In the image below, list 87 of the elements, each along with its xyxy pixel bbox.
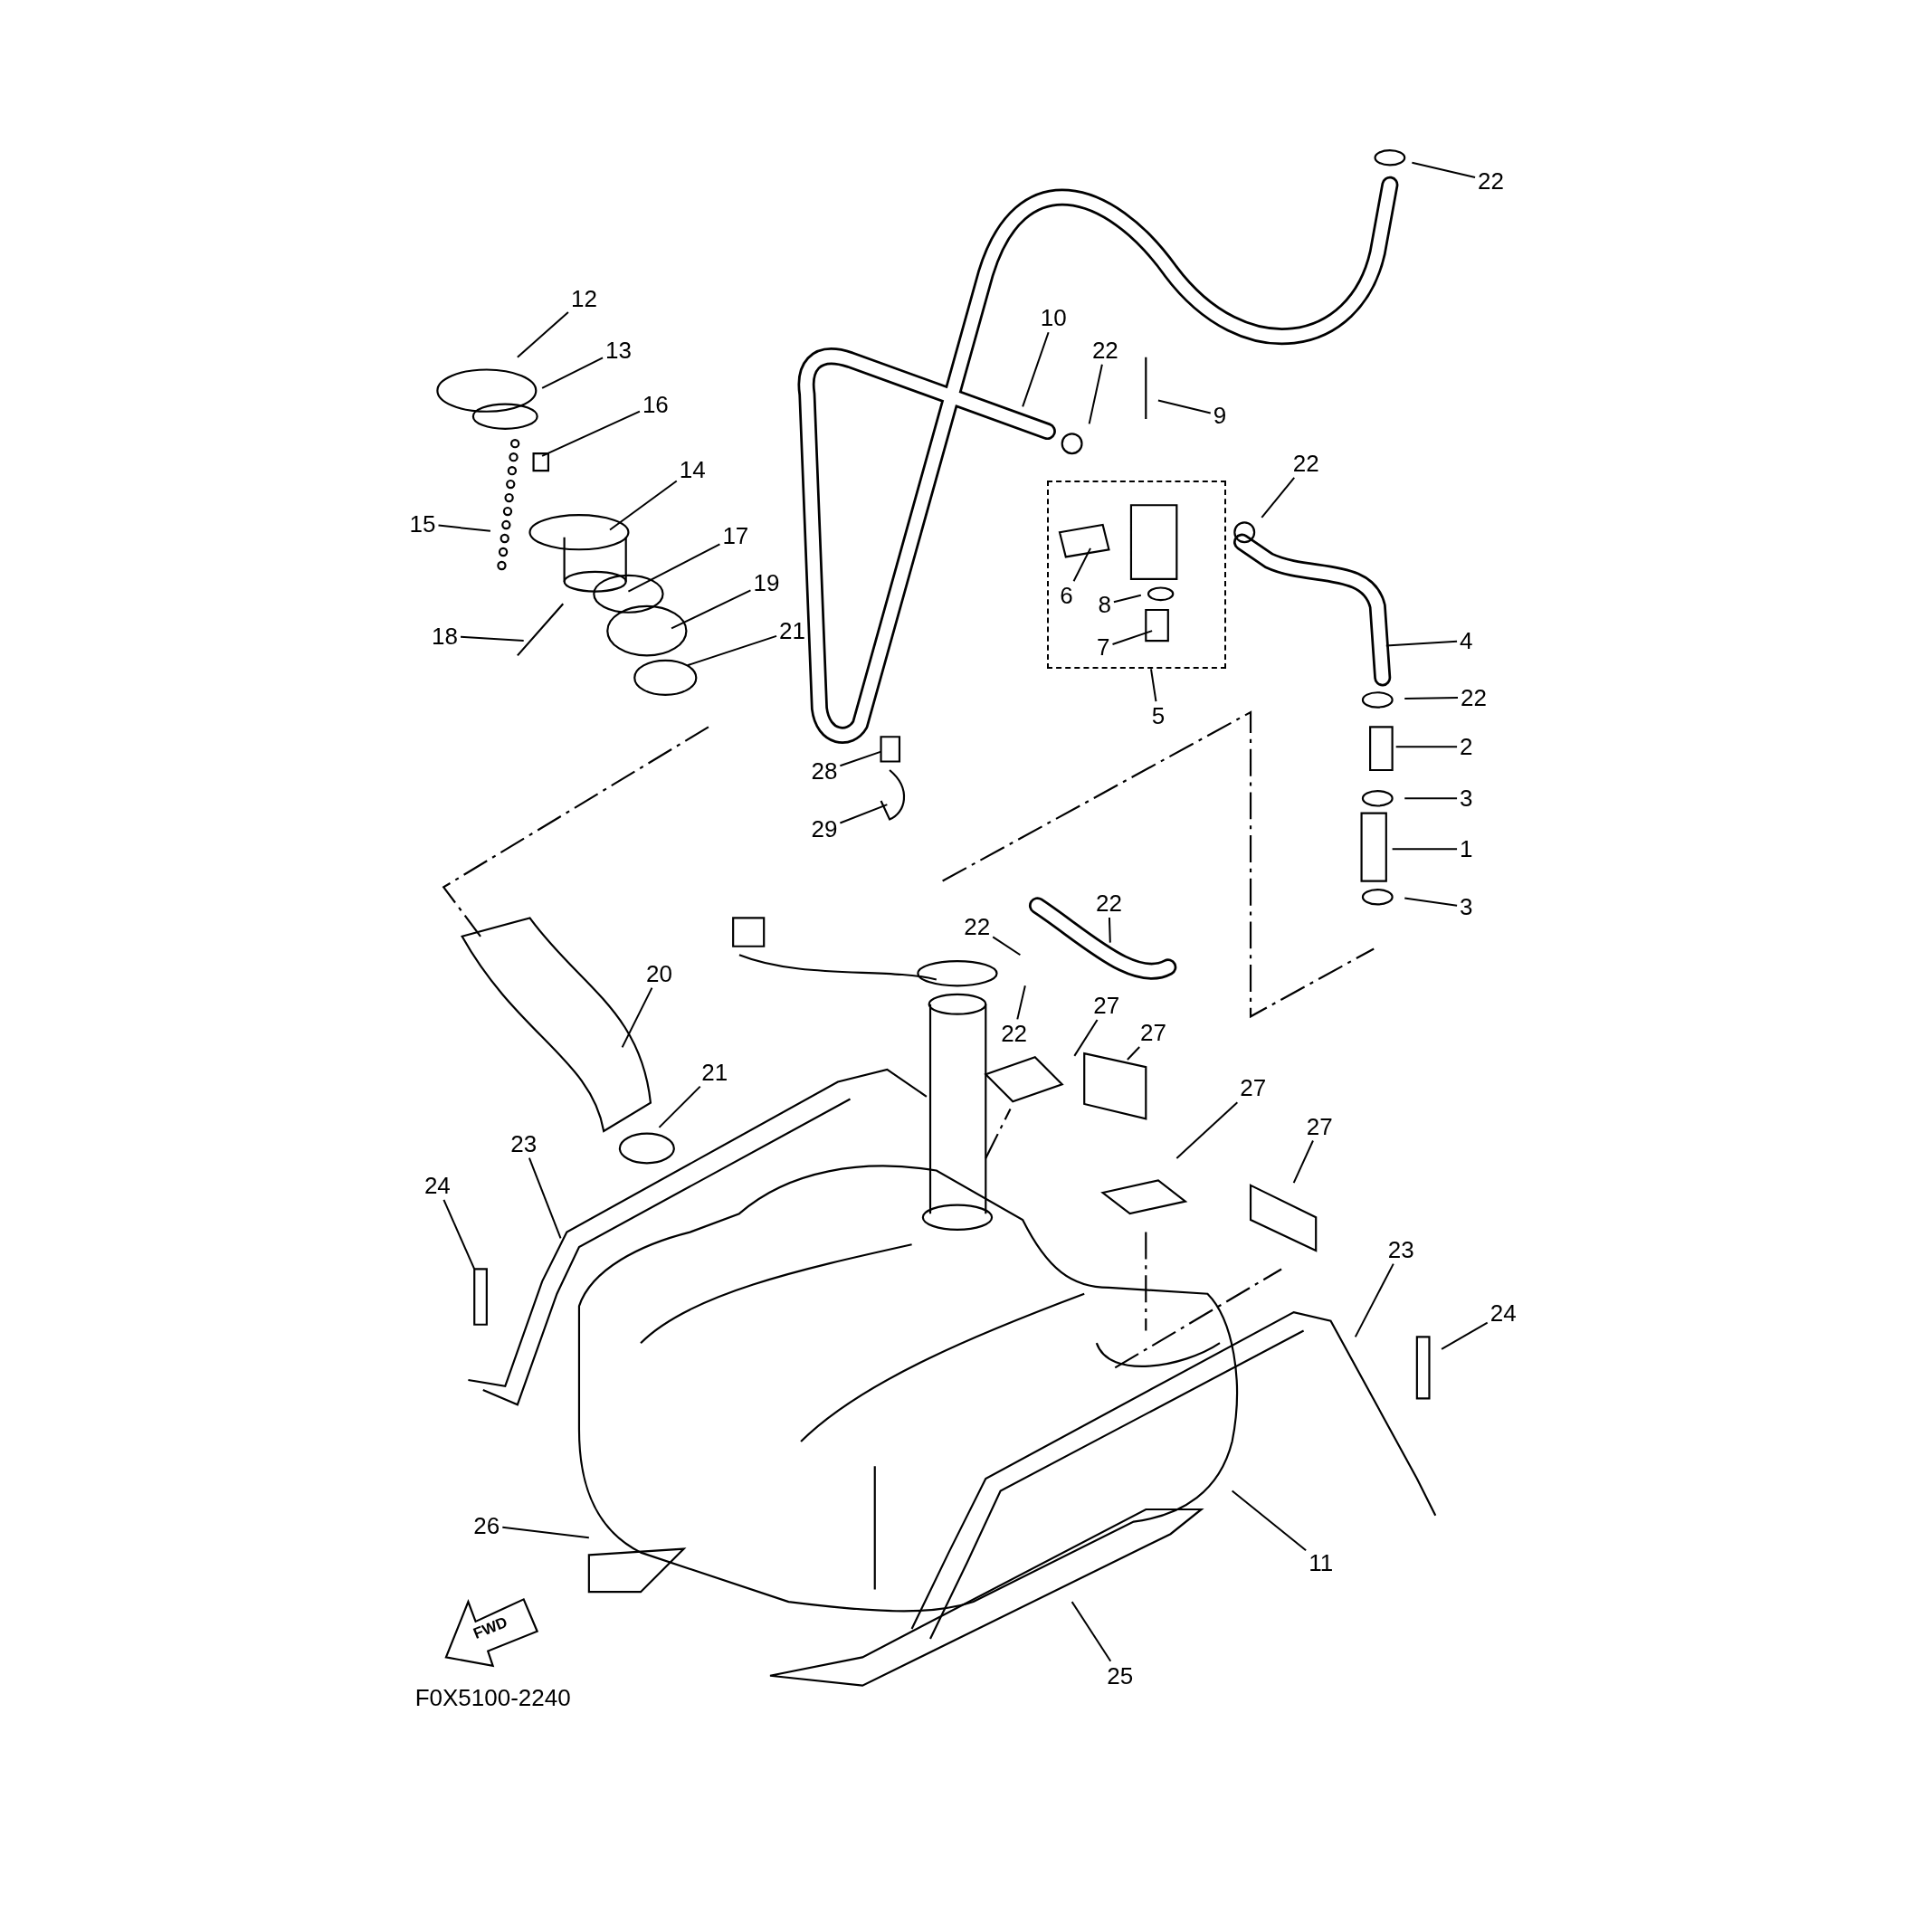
leader-line [437,524,491,532]
leader-line [460,635,525,642]
part-code: F0X5100-2240 [414,1686,571,1710]
callout-number: 24 [1489,1301,1517,1326]
callout-number: 26 [473,1513,500,1537]
leader-line [1292,1139,1314,1185]
callout-number: 10 [1040,306,1067,330]
callout-number: 23 [510,1131,538,1156]
leader-line [1394,746,1459,748]
arrow-label: FWD [471,1613,510,1642]
leader-line [671,589,752,630]
callout-number: 24 [424,1173,451,1197]
callout-number: 1 [1460,837,1473,861]
leader-line [443,1198,476,1271]
leader-line [1022,331,1050,408]
leader-line [1112,594,1142,604]
callout-number: 16 [642,392,669,416]
callout-number: 27 [1093,994,1120,1018]
callout-number: 17 [722,524,749,548]
leader-line [686,634,778,667]
leader-line [1150,668,1157,703]
callout-number: 3 [1460,786,1473,811]
leader-line [658,1085,701,1128]
leader-line [1404,897,1459,907]
leader-line [1391,848,1459,851]
leader-line [621,986,653,1049]
leader-line [541,357,604,389]
callout-number: 19 [753,571,780,595]
callout-number: 11 [1309,1550,1334,1575]
leader-line [1261,476,1296,519]
leader-line [839,750,882,767]
callout-number: 3 [1460,895,1473,919]
leader-line [1175,1101,1239,1159]
leader-line [1156,399,1212,414]
callout-number: 27 [1306,1114,1333,1138]
leader-line [528,1156,562,1240]
leader-line [1354,1262,1394,1338]
callout-number: 22 [964,914,991,938]
callout-number: 21 [701,1060,728,1084]
callout-number: 25 [1107,1663,1134,1688]
callout-number: 8 [1098,592,1111,616]
callout-number: 27 [1140,1021,1166,1044]
callout-number: 9 [1213,403,1227,427]
leader-line [1385,640,1459,647]
leader-line [1016,985,1026,1021]
callout-number: 23 [1387,1237,1414,1261]
callout-number: 22 [1001,1022,1028,1046]
callout-number: 28 [811,759,838,784]
leader-line [627,543,721,593]
leader-line [1441,1321,1489,1350]
callout-number: 5 [1151,704,1166,728]
assembly-outline [1047,481,1226,670]
leader-line [1088,363,1103,425]
callout-number: 14 [679,457,706,481]
callout-number: 13 [605,338,632,362]
callout-number: 22 [1478,169,1504,194]
callout-number: 15 [409,511,436,536]
callout-number: 12 [570,286,597,310]
leader-line [992,936,1022,956]
callout-number: 22 [1091,338,1118,362]
callout-number: 6 [1060,584,1073,608]
leader-line [516,311,569,358]
leader-line [609,480,678,531]
callout-number: 21 [779,619,805,643]
leader-line [501,1526,590,1539]
leader-line [839,804,889,824]
leader-line [1073,1019,1099,1057]
leader-line [1404,797,1459,800]
callout-number: 27 [1240,1076,1267,1100]
callout-number: 29 [811,817,838,842]
callout-number: 18 [432,623,458,648]
leader-line [1126,1046,1141,1061]
callout-number: 20 [646,961,672,985]
callout-number: 22 [1292,451,1319,475]
leader-line [1231,1489,1308,1552]
callout-number: 4 [1460,629,1473,653]
leader-line [1072,547,1091,583]
leader-line [541,410,641,457]
leader-line [1108,917,1111,944]
leader-line [1071,1601,1112,1662]
callout-number: 22 [1461,685,1487,709]
leader-line [1111,630,1154,645]
callout-number: 7 [1097,635,1110,660]
callout-number: 22 [1096,891,1122,916]
leader-line [1404,696,1459,700]
callout-number: 2 [1460,735,1473,759]
leader-line [1411,161,1477,179]
